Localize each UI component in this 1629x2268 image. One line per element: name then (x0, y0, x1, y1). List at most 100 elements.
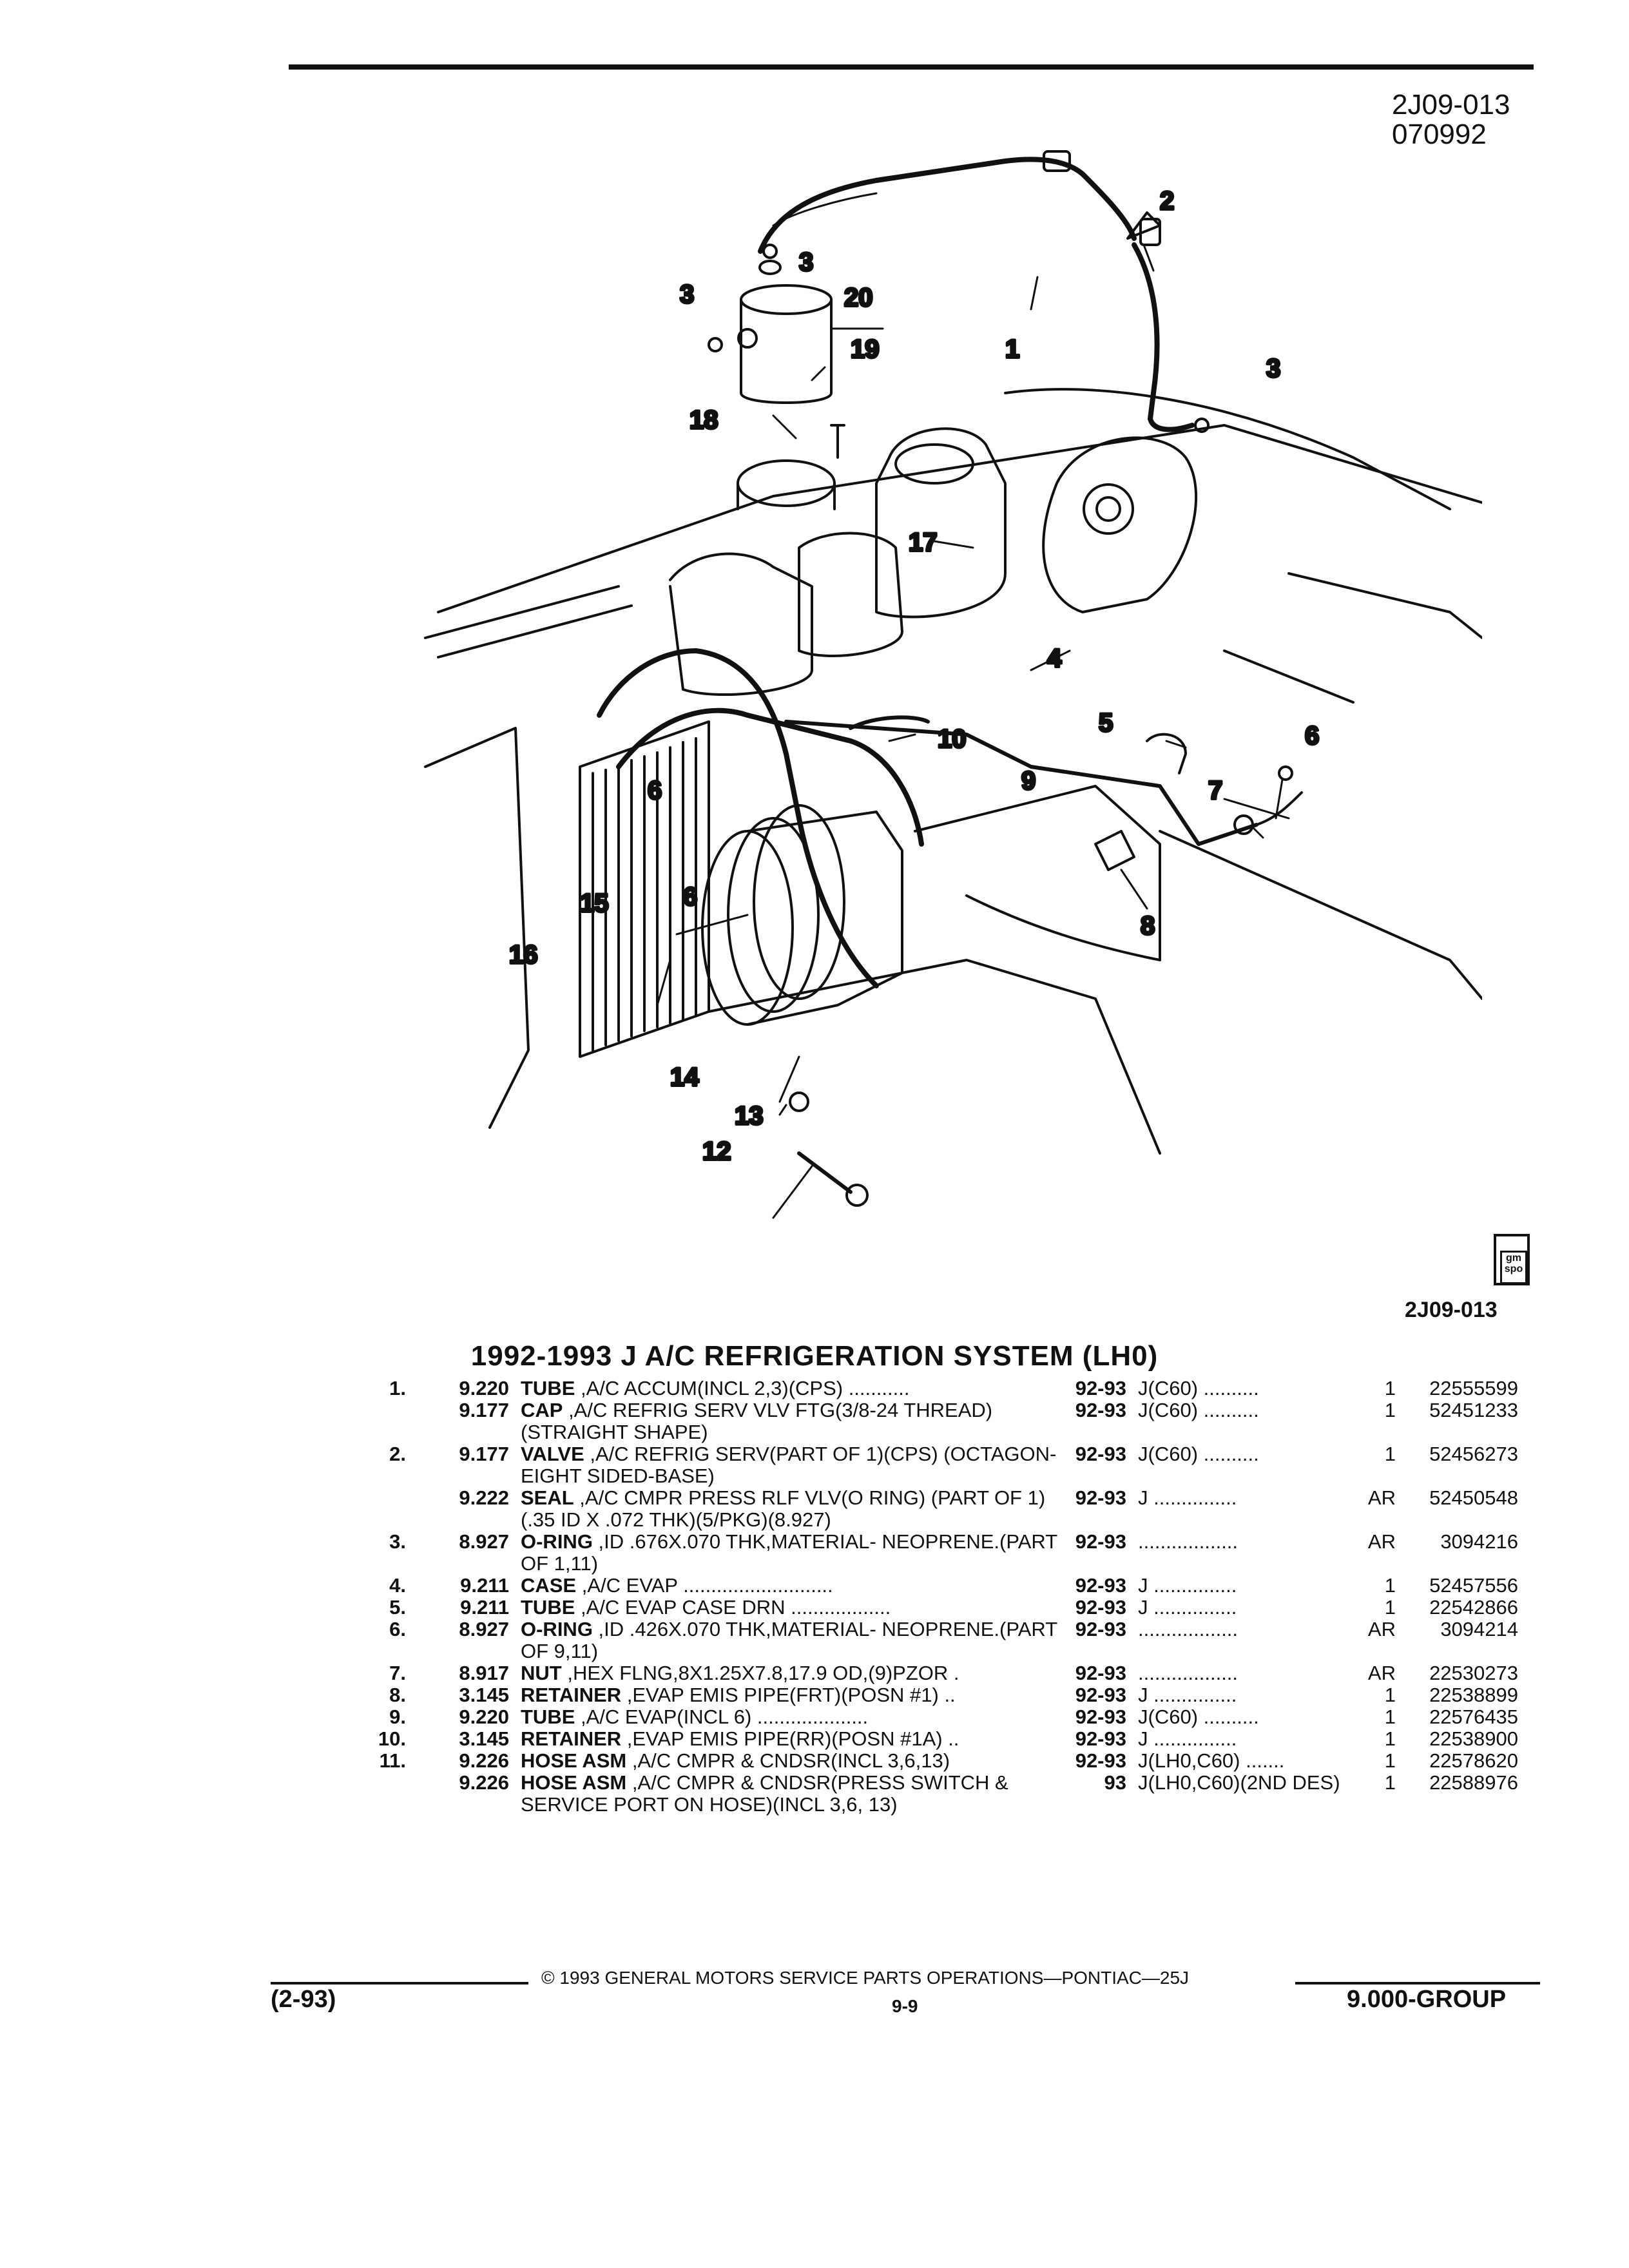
top-rule (289, 64, 1534, 70)
part-desc-text: ,EVAP EMIS PIPE(RR)(POSN #1A) .. (621, 1727, 959, 1750)
part-ref-number: 4. (389, 1574, 406, 1597)
part-desc-text: ,ID .426X.070 THK,MATERIAL- NEOPRENE.(PA… (521, 1618, 1057, 1662)
part-model: J(C60) .......... (1138, 1443, 1259, 1465)
callout-16: 16 (509, 941, 538, 969)
part-number: 22542866 (1429, 1596, 1518, 1619)
part-number: 22538899 (1429, 1684, 1518, 1706)
part-model: J ............... (1138, 1596, 1237, 1619)
part-number: 22538900 (1429, 1727, 1518, 1750)
part-name: HOSE ASM (521, 1771, 627, 1794)
callout-18: 18 (689, 406, 718, 434)
part-name: NUT (521, 1662, 562, 1684)
callout-3c: 3 (1266, 354, 1280, 383)
figure-code: 2J09-013 (1392, 89, 1510, 120)
part-model: .................. (1138, 1530, 1239, 1553)
part-model: J ............... (1138, 1684, 1237, 1706)
part-years: 92-93 (1075, 1596, 1126, 1619)
part-years: 92-93 (1075, 1486, 1126, 1509)
gm-spo-logo-text: gm spo (1500, 1251, 1527, 1284)
part-number: 22588976 (1429, 1771, 1518, 1794)
part-name: VALVE (521, 1443, 584, 1465)
figure-date: 070992 (1392, 119, 1487, 150)
part-description: O-RING ,ID .426X.070 THK,MATERIAL- NEOPR… (521, 1619, 1062, 1662)
part-name: RETAINER (521, 1727, 622, 1750)
part-description: TUBE ,A/C EVAP CASE DRN ................… (521, 1597, 1062, 1619)
part-model: J ............... (1138, 1727, 1237, 1750)
part-desc-text: ,ID .676X.070 THK,MATERIAL- NEOPRENE.(PA… (521, 1530, 1057, 1575)
part-ref-number: 8. (389, 1684, 406, 1706)
part-years: 92-93 (1075, 1443, 1126, 1465)
callout-17: 17 (909, 528, 938, 557)
callout-1: 1 (1005, 335, 1019, 363)
part-ref-number: 9. (389, 1706, 406, 1728)
part-years: 92-93 (1075, 1749, 1126, 1772)
part-description: CAP ,A/C REFRIG SERV VLV FTG(3/8-24 THRE… (521, 1399, 1062, 1443)
part-desc-text: ,A/C ACCUM(INCL 2,3)(CPS) ........... (575, 1377, 910, 1399)
part-group-number: 8.927 (459, 1530, 509, 1553)
section-title: 1992-1993 J A/C REFRIGERATION SYSTEM (LH… (470, 1340, 1159, 1372)
part-ref-number (309, 1487, 432, 1531)
part-desc-text: ,A/C EVAP CASE DRN .................. (575, 1596, 891, 1619)
part-group-number: 8.927 (459, 1618, 509, 1640)
part-group-number: 9.177 (459, 1443, 509, 1465)
callout-8: 8 (1141, 912, 1155, 940)
part-quantity: 1 (1384, 1399, 1396, 1421)
part-quantity: 1 (1384, 1443, 1396, 1465)
part-desc-text: ,HEX FLNG,8X1.25X7.8,17.9 OD,(9)PZOR . (561, 1662, 959, 1684)
part-years: 92-93 (1075, 1399, 1126, 1421)
part-ref-number (309, 1399, 432, 1443)
part-desc-text: ,A/C EVAP ........................... (576, 1574, 833, 1597)
part-years: 93 (1104, 1771, 1126, 1794)
part-desc-text: ,EVAP EMIS PIPE(FRT)(POSN #1) .. (621, 1684, 956, 1706)
part-group-number: 9.211 (460, 1574, 509, 1597)
callout-19: 19 (851, 335, 880, 363)
part-quantity: 1 (1384, 1727, 1396, 1750)
callout-3a: 3 (799, 248, 813, 276)
callout-15: 15 (580, 889, 609, 918)
part-description: TUBE ,A/C EVAP(INCL 6) .................… (521, 1706, 1062, 1728)
part-years: 92-93 (1075, 1684, 1126, 1706)
part-group-number: 9.222 (459, 1486, 509, 1509)
callout-13: 13 (735, 1102, 764, 1130)
callout-2: 2 (1160, 187, 1174, 215)
group-label: 9.000-GROUP (1347, 1986, 1507, 2013)
part-name: O-RING (521, 1618, 593, 1640)
part-number: 22530273 (1429, 1662, 1518, 1684)
part-name: O-RING (521, 1530, 593, 1553)
callout-6b: 6 (683, 883, 697, 911)
part-ref-number: 3. (389, 1530, 406, 1553)
part-group-number: 9.177 (459, 1399, 509, 1421)
part-model: J ............... (1138, 1574, 1237, 1597)
part-model: .................. (1138, 1618, 1239, 1640)
part-years: 92-93 (1075, 1574, 1126, 1597)
footer-rule-right (1295, 1982, 1540, 1984)
part-desc-text: ,A/C CMPR & CNDSR(PRESS SWITCH & SERVICE… (521, 1771, 1008, 1816)
part-description: O-RING ,ID .676X.070 THK,MATERIAL- NEOPR… (521, 1531, 1062, 1575)
part-quantity: 1 (1384, 1377, 1396, 1399)
part-ref-number: 11. (379, 1749, 406, 1772)
part-quantity: AR (1367, 1618, 1396, 1640)
part-description: VALVE ,A/C REFRIG SERV(PART OF 1)(CPS) (… (521, 1443, 1062, 1487)
part-description: CASE ,A/C EVAP .........................… (521, 1575, 1062, 1597)
part-ref-number (309, 1772, 432, 1816)
gm-spo-logo: gm spo (1494, 1234, 1530, 1285)
part-ref-number: 10. (378, 1727, 406, 1750)
revision-date: (2-93) (271, 1986, 336, 2013)
part-description: RETAINER ,EVAP EMIS PIPE(FRT)(POSN #1) .… (521, 1684, 1062, 1706)
part-quantity: 1 (1384, 1596, 1396, 1619)
parts-row: 9.177 CAP ,A/C REFRIG SERV VLV FTG(3/8-24… (309, 1399, 1518, 1443)
part-years: 92-93 (1075, 1377, 1126, 1399)
part-quantity: 1 (1384, 1749, 1396, 1772)
callout-5: 5 (1099, 709, 1113, 737)
part-desc-text: ,A/C REFRIG SERV(PART OF 1)(CPS) (OCTAGO… (521, 1443, 1057, 1487)
part-years: 92-93 (1075, 1662, 1126, 1684)
part-quantity: AR (1367, 1530, 1396, 1553)
